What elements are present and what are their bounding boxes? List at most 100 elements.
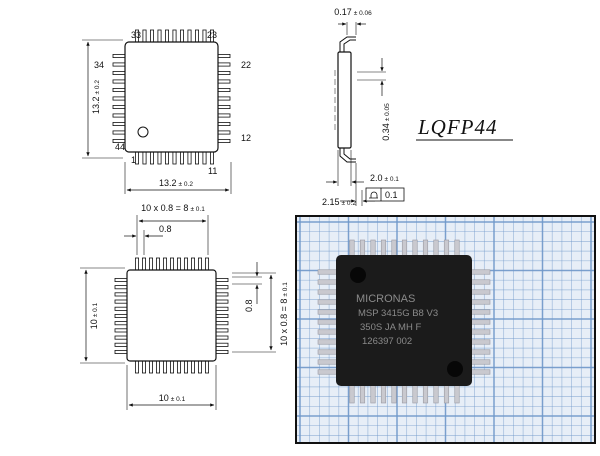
package-pin	[134, 257, 139, 272]
package-pin	[114, 321, 129, 326]
package-pin	[112, 62, 127, 67]
package-pin	[349, 239, 355, 258]
package-pin	[112, 96, 127, 101]
package-pin	[204, 359, 209, 374]
package-pin	[202, 150, 207, 165]
package-pin	[214, 342, 229, 347]
package-pin	[401, 383, 408, 404]
bottom-view: 10 x 0.8 = 8± 0.1 0.8 10± 0.1 0.8 10 x 0…	[80, 203, 289, 410]
top-view-body	[124, 41, 219, 153]
package-pin	[112, 105, 127, 110]
package-pin	[112, 88, 127, 93]
package-pin	[114, 299, 129, 304]
package-pin	[134, 359, 139, 374]
package-pin	[359, 239, 366, 258]
package-pin	[172, 150, 177, 165]
package-pin	[391, 239, 397, 258]
package-pin	[197, 359, 202, 374]
package-pin	[359, 383, 366, 404]
package-pin	[454, 239, 460, 258]
package-pin	[183, 257, 188, 272]
package-pin	[204, 257, 209, 272]
package-pin	[469, 289, 491, 295]
bottom-pitch-top-dimension: 0.8	[159, 224, 172, 234]
package-pin	[162, 359, 167, 374]
package-pin	[469, 279, 491, 285]
package-pin	[216, 88, 231, 93]
chip-corner-dimple	[447, 361, 463, 377]
bottom-width-dimension: 10± 0.1	[159, 393, 186, 403]
package-pin	[114, 335, 129, 340]
package-pin	[317, 269, 338, 275]
package-pin	[194, 29, 199, 44]
body-height-dimension: 2.0± 0.1	[370, 173, 399, 183]
package-pin	[169, 257, 174, 272]
package-pin	[370, 239, 376, 258]
package-pin	[469, 349, 491, 355]
package-pin	[317, 289, 338, 295]
package-pin	[114, 342, 129, 347]
package-pin	[112, 130, 127, 135]
lead-thickness-dimension: 0.17± 0.06	[334, 7, 372, 17]
package-pin	[469, 369, 491, 375]
package-pin	[114, 277, 129, 282]
package-pin	[164, 150, 169, 165]
package-pin	[443, 383, 450, 404]
package-pin	[112, 122, 127, 127]
package-pin	[214, 321, 229, 326]
package-pin	[214, 306, 229, 311]
package-pin	[190, 257, 195, 272]
pin-label-23: 23	[207, 30, 217, 40]
top-width-dimension: 13.2± 0.2	[159, 178, 193, 188]
package-pin	[114, 292, 129, 297]
flatness-symbol-icon	[369, 191, 378, 199]
package-pin	[469, 329, 491, 335]
package-pin	[114, 306, 129, 311]
package-pin	[114, 313, 129, 318]
package-pin	[142, 29, 147, 44]
package-pin	[214, 285, 229, 290]
package-pin	[370, 383, 376, 404]
package-pin	[216, 122, 231, 127]
package-pin	[114, 328, 129, 333]
package-pin	[433, 383, 439, 404]
chip-marking-line-1: MICRONAS	[356, 293, 415, 305]
top-height-dimension: 13.2± 0.2	[91, 80, 101, 114]
bottom-height-dimension: 10± 0.1	[89, 302, 99, 329]
package-pin	[155, 257, 160, 272]
package-pin	[176, 257, 181, 272]
package-pin	[401, 239, 408, 258]
top-view: 33 23 34 22 44 12 1 11 13.2± 0.2 13.2± 0…	[82, 29, 251, 194]
chip-leads	[317, 239, 491, 404]
chip-body	[336, 255, 472, 386]
package-pin	[349, 383, 355, 404]
side-view: 0.17± 0.06 0.34± 0.05 2.0± 0.1 2.15± 0.2	[322, 7, 405, 207]
pin-label-1: 1	[131, 155, 136, 165]
side-view-top-lead	[343, 39, 356, 52]
package-pin	[176, 359, 181, 374]
package-pin	[317, 309, 338, 315]
bottom-view-body	[126, 269, 217, 362]
package-pin	[433, 239, 439, 258]
svg-text:0.1: 0.1	[385, 190, 398, 200]
package-pin	[112, 113, 127, 118]
package-pin	[216, 96, 231, 101]
package-pin	[469, 269, 491, 275]
pin-label-11: 11	[208, 166, 217, 176]
package-pin	[112, 79, 127, 84]
package-pin	[157, 150, 162, 165]
package-pin	[187, 150, 192, 165]
package-pin	[422, 383, 429, 404]
package-pin	[114, 349, 129, 354]
package-pin	[183, 359, 188, 374]
package-pin	[317, 319, 338, 325]
side-view-bottom-lead	[343, 148, 356, 160]
chip-photo: MICRONAS MSP 3415G B8 V3 350S JA MH F 12…	[295, 215, 596, 444]
package-pin	[162, 257, 167, 272]
package-pin	[197, 257, 202, 272]
package-pin	[214, 349, 229, 354]
package-pin	[112, 54, 127, 59]
package-pin	[214, 328, 229, 333]
package-pin	[149, 29, 154, 44]
